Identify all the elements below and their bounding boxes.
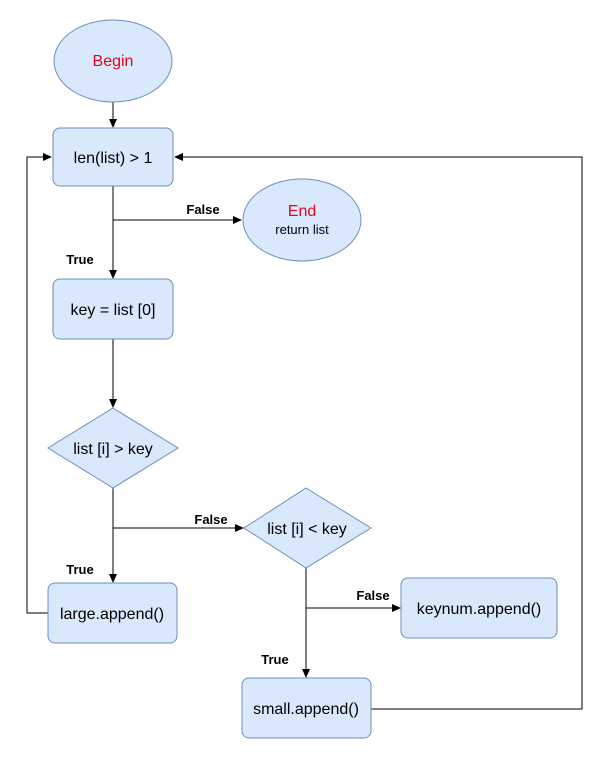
edge-label-len-true: True xyxy=(66,252,93,267)
end-label: End xyxy=(288,203,316,220)
append-small-label: small.append() xyxy=(253,701,359,718)
append-keynum-box xyxy=(400,577,558,639)
edge-large-loop-back xyxy=(26,153,52,614)
edge-labels: False True False True False True xyxy=(66,202,389,667)
begin-label: Begin xyxy=(93,53,134,70)
condition-len-box xyxy=(52,127,174,187)
condition-len-label: len(list) > 1 xyxy=(74,150,153,167)
append-keynum-label: keynum.append() xyxy=(417,601,542,618)
assign-key-box xyxy=(52,278,174,340)
node-condition-len[interactable]: len(list) > 1 xyxy=(52,127,174,187)
compare-greater-diamond xyxy=(47,407,179,489)
edge-condition-false-to-end xyxy=(112,186,242,224)
append-large-box xyxy=(47,582,178,644)
node-compare-greater[interactable]: list [i] > key xyxy=(47,407,179,489)
node-append-small[interactable]: small.append() xyxy=(241,677,372,739)
compare-greater-label: list [i] > key xyxy=(73,441,153,458)
node-append-large[interactable]: large.append() xyxy=(47,582,178,644)
compare-less-diamond xyxy=(243,487,372,569)
node-begin[interactable]: Begin xyxy=(53,19,173,103)
begin-ellipse xyxy=(53,19,173,103)
edge-label-less-true: True xyxy=(261,652,288,667)
append-small-box xyxy=(241,677,372,739)
edge-small-loop-back xyxy=(174,153,583,710)
end-sublabel: return list xyxy=(275,222,329,237)
edges xyxy=(26,102,583,710)
compare-less-label: list [i] < key xyxy=(267,521,347,538)
node-end[interactable]: End return list xyxy=(242,178,362,262)
node-assign-key[interactable]: key = list [0] xyxy=(52,278,174,340)
edge-label-len-false: False xyxy=(186,202,219,217)
node-append-keynum[interactable]: keynum.append() xyxy=(400,577,558,639)
append-large-label: large.append() xyxy=(60,606,164,623)
assign-key-label: key = list [0] xyxy=(71,302,156,319)
edge-label-greater-true: True xyxy=(66,562,93,577)
edge-label-less-false: False xyxy=(356,588,389,603)
node-compare-less[interactable]: list [i] < key xyxy=(243,487,372,569)
end-ellipse xyxy=(242,178,362,262)
edge-label-greater-false: False xyxy=(194,512,227,527)
